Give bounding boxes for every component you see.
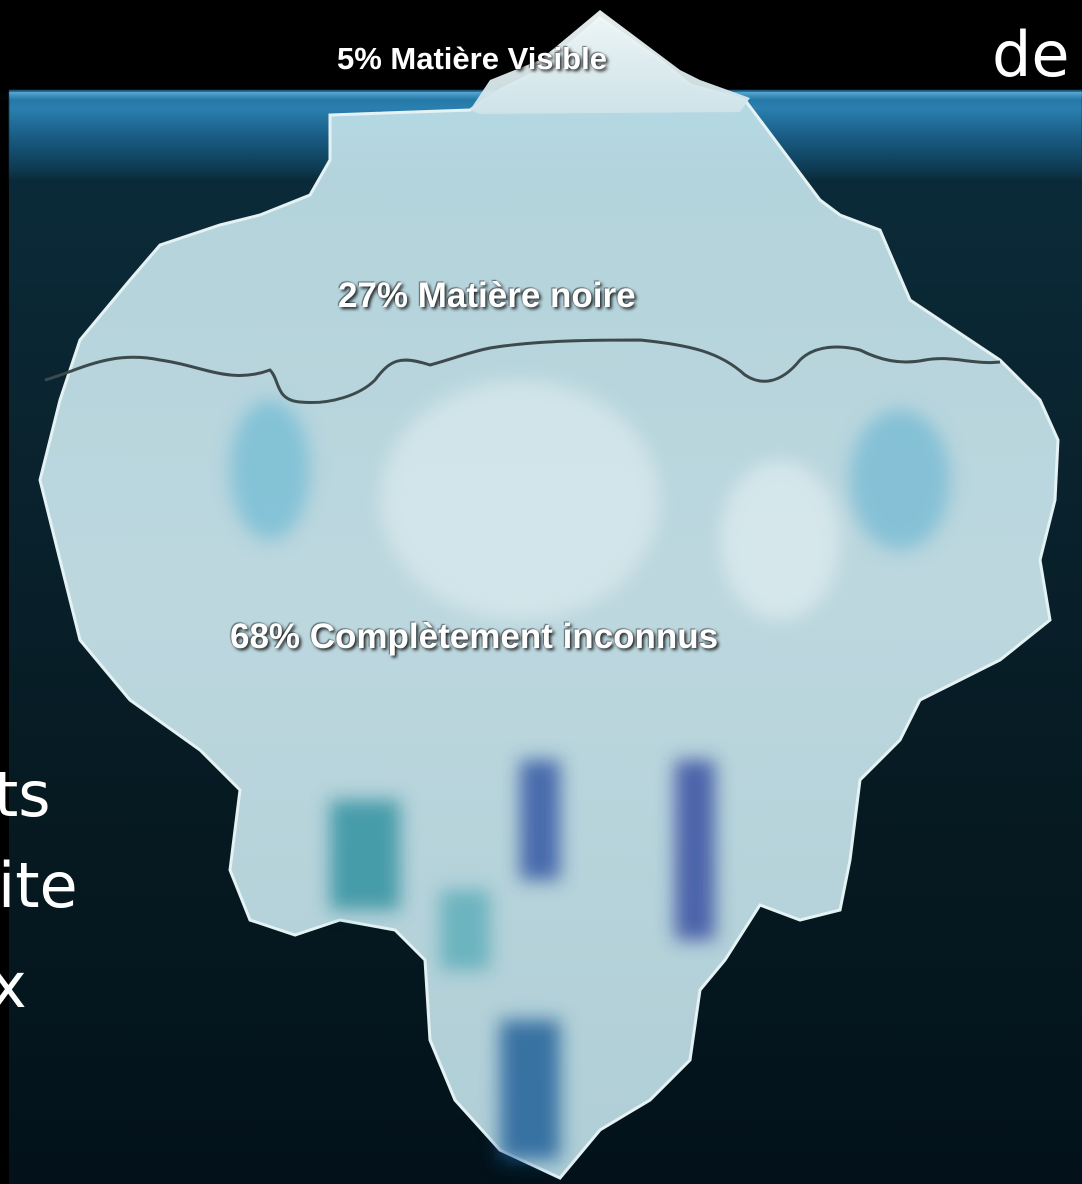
label-dark-matter: 27% Matière noire xyxy=(338,276,636,315)
background-text-left-2: ite xyxy=(0,849,78,922)
left-edge-strip xyxy=(0,100,9,1184)
ice-shading xyxy=(230,380,950,1160)
background-text-left-3: x xyxy=(0,949,27,1022)
background-text-left-1: ts xyxy=(0,758,51,831)
label-visible-matter: 5% Matière Visible xyxy=(337,41,607,76)
divider-line xyxy=(44,338,1001,405)
label-unknown: 68% Complètement inconnus xyxy=(230,617,719,656)
iceberg-tip xyxy=(470,10,750,114)
background-text-top-right: de xyxy=(992,18,1070,91)
